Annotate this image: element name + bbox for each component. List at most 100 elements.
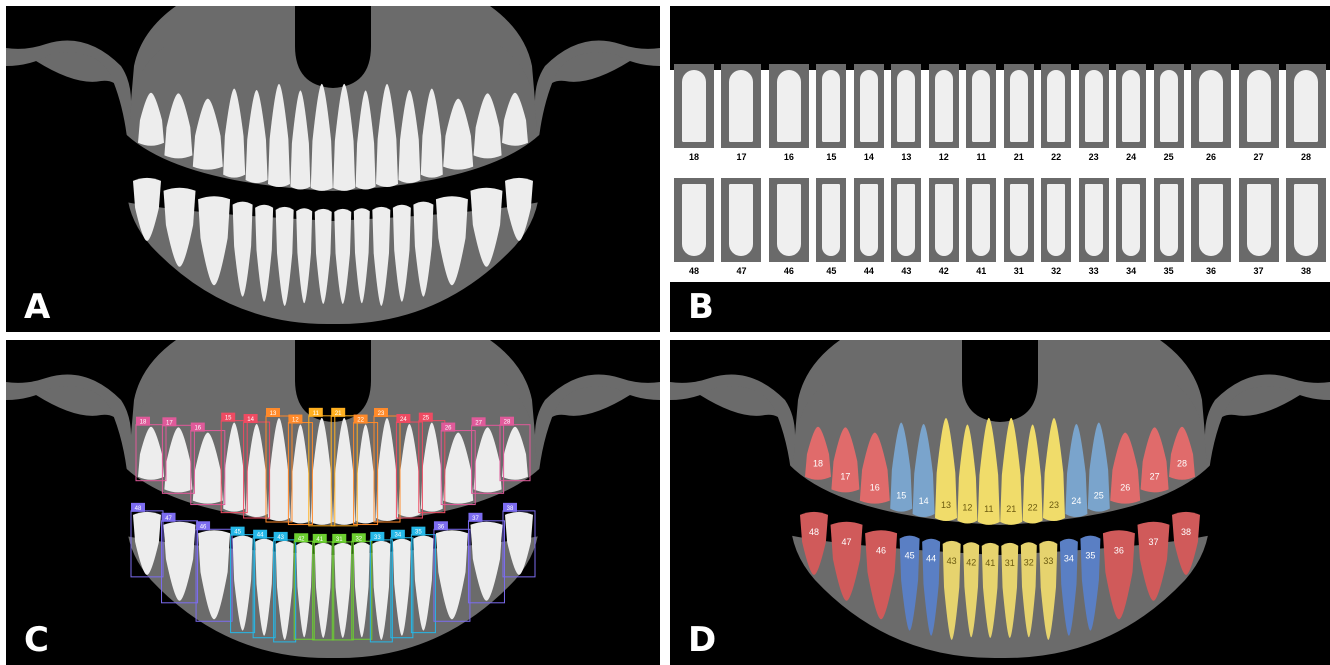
upper-tooth-number: 11 (984, 504, 993, 514)
upper-bbox-label: 24 (400, 417, 407, 423)
tooth-icon (1247, 70, 1271, 142)
tooth-icon (1122, 70, 1140, 142)
upper-tooth-number: 14 (919, 496, 929, 506)
panel-b-top-bar (670, 6, 1330, 70)
panel-a-label: A (24, 290, 50, 324)
tooth-icon (729, 184, 753, 256)
lower-tooth-number: 48 (809, 527, 819, 537)
lower-bbox-label: 32 (355, 536, 362, 542)
tooth-crop (1154, 64, 1184, 148)
tooth-crop-label: 28 (1288, 152, 1324, 162)
tooth-crop (1004, 64, 1034, 148)
tooth-crop (1239, 178, 1279, 262)
tooth-crop-label: 26 (1193, 152, 1229, 162)
tooth-icon (1247, 184, 1271, 256)
tooth-crop (966, 64, 996, 148)
tooth-crop (1286, 178, 1326, 262)
tooth-icon (682, 70, 706, 142)
lower-bbox-label: 37 (472, 516, 479, 522)
upper-bbox-label: 11 (313, 411, 320, 417)
lower-tooth-number: 34 (1064, 554, 1074, 564)
tooth-crop-label: 27 (1241, 152, 1277, 162)
tooth-crop (891, 64, 921, 148)
nasal-cavity (962, 340, 1038, 422)
lower-tooth-number: 43 (947, 556, 957, 566)
upper-bbox-label: 17 (166, 420, 173, 426)
tooth-crop-label: 37 (1241, 266, 1277, 276)
tooth-crop (674, 178, 714, 262)
upper-bbox-label: 14 (247, 417, 254, 423)
tooth-crop (721, 178, 761, 262)
lower-tooth-number: 35 (1085, 551, 1095, 561)
tooth-icon (897, 70, 915, 142)
tooth-crop (1191, 64, 1231, 148)
tooth-crop (769, 64, 809, 148)
lower-tooth-number: 38 (1181, 527, 1191, 537)
tooth-icon (1199, 70, 1223, 142)
lower-bbox-label: 38 (507, 506, 514, 512)
upper-bbox-label: 27 (475, 420, 482, 426)
tooth-crop-label: 42 (926, 266, 962, 276)
lower-tooth-number: 37 (1148, 537, 1158, 547)
upper-bbox-label: 26 (445, 426, 452, 432)
lower-bbox-label: 34 (395, 533, 402, 539)
panel-a-jaw (6, 6, 660, 332)
upper-tooth-number: 12 (962, 503, 972, 513)
tooth-crop-label: 12 (926, 152, 962, 162)
upper-tooth-number: 25 (1094, 491, 1104, 501)
tooth-crop (769, 178, 809, 262)
tooth-crop-label: 11 (963, 152, 999, 162)
panel-d-label: D (688, 623, 716, 657)
tooth-crop-label: 38 (1288, 266, 1324, 276)
tooth-icon (822, 70, 840, 142)
lower-tooth-number: 47 (842, 537, 852, 547)
panel-c-label: C (24, 623, 49, 657)
tooth-icon (972, 184, 990, 256)
lower-bbox-label: 31 (336, 537, 343, 543)
tooth-crop (816, 64, 846, 148)
tooth-crop (1191, 178, 1231, 262)
lower-tooth-number: 46 (876, 545, 886, 555)
tooth-icon (935, 70, 953, 142)
lower-tooth-number: 44 (926, 554, 936, 564)
tooth-crop-label: 32 (1038, 266, 1074, 276)
tooth-crop (1079, 178, 1109, 262)
tooth-icon (1010, 70, 1028, 142)
upper-tooth-number: 22 (1028, 503, 1038, 513)
tooth-crop (929, 178, 959, 262)
tooth-crop (966, 178, 996, 262)
lower-bbox-label: 42 (298, 536, 305, 542)
tooth-icon (1294, 70, 1318, 142)
lower-bbox-label: 35 (415, 530, 422, 536)
upper-tooth-number: 26 (1120, 483, 1130, 493)
lower-bbox-label: 44 (257, 533, 264, 539)
tooth-crop-label: 36 (1193, 266, 1229, 276)
tooth-crop-label: 34 (1113, 266, 1149, 276)
tooth-icon (1160, 184, 1178, 256)
tooth-crop-label: 24 (1113, 152, 1149, 162)
tooth-crop (1041, 64, 1071, 148)
tooth-icon (972, 70, 990, 142)
tooth-icon (860, 70, 878, 142)
tooth-crop-label: 43 (888, 266, 924, 276)
panel-b: 1817161514131211212223242526272848474645… (670, 6, 1330, 332)
lower-tooth-number: 31 (1005, 558, 1015, 568)
tooth-crop-label: 16 (771, 152, 807, 162)
tooth-crop (721, 64, 761, 148)
tooth-crop (1041, 178, 1071, 262)
tooth-crop-label: 18 (676, 152, 712, 162)
tooth-crop (1239, 64, 1279, 148)
tooth-crop (891, 178, 921, 262)
tooth-crop-label: 44 (851, 266, 887, 276)
tooth-crop-label: 41 (963, 266, 999, 276)
tooth-crop-label: 25 (1151, 152, 1187, 162)
upper-tooth-number: 17 (840, 471, 850, 481)
tooth-icon (777, 184, 801, 256)
tooth-crop-label: 45 (813, 266, 849, 276)
tooth-icon (860, 184, 878, 256)
tooth-icon (1122, 184, 1140, 256)
lower-tooth-number: 42 (966, 557, 976, 567)
upper-tooth-number: 15 (896, 491, 906, 501)
lower-bbox-label: 43 (277, 535, 284, 541)
upper-bbox-label: 12 (292, 418, 299, 424)
